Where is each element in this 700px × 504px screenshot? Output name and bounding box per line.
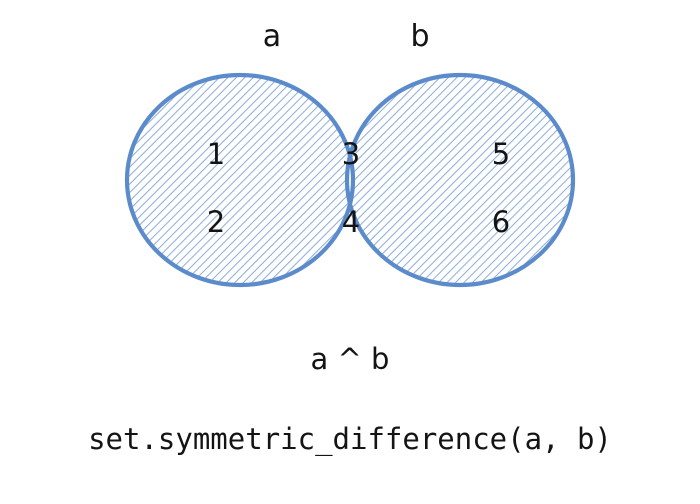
region-value-intersection-1: 3: [341, 137, 361, 171]
region-value-b-only-2: 6: [491, 205, 511, 239]
venn-circles-graphic: [0, 50, 700, 310]
region-value-b-only-1: 5: [491, 137, 511, 171]
region-value-intersection-2: 4: [341, 205, 361, 239]
operator-expression: a ^ b: [310, 342, 390, 376]
region-value-a-only-2: 2: [206, 205, 226, 239]
set-label-b: b: [410, 19, 430, 54]
set-label-a: a: [262, 19, 282, 54]
region-fill-b-only: [0, 50, 700, 310]
method-caption: set.symmetric_difference(a, b): [88, 422, 612, 456]
ellipse-outline-a: [124, 72, 356, 288]
ellipse-outline-b: [344, 72, 576, 288]
region-value-a-only-1: 1: [206, 137, 226, 171]
